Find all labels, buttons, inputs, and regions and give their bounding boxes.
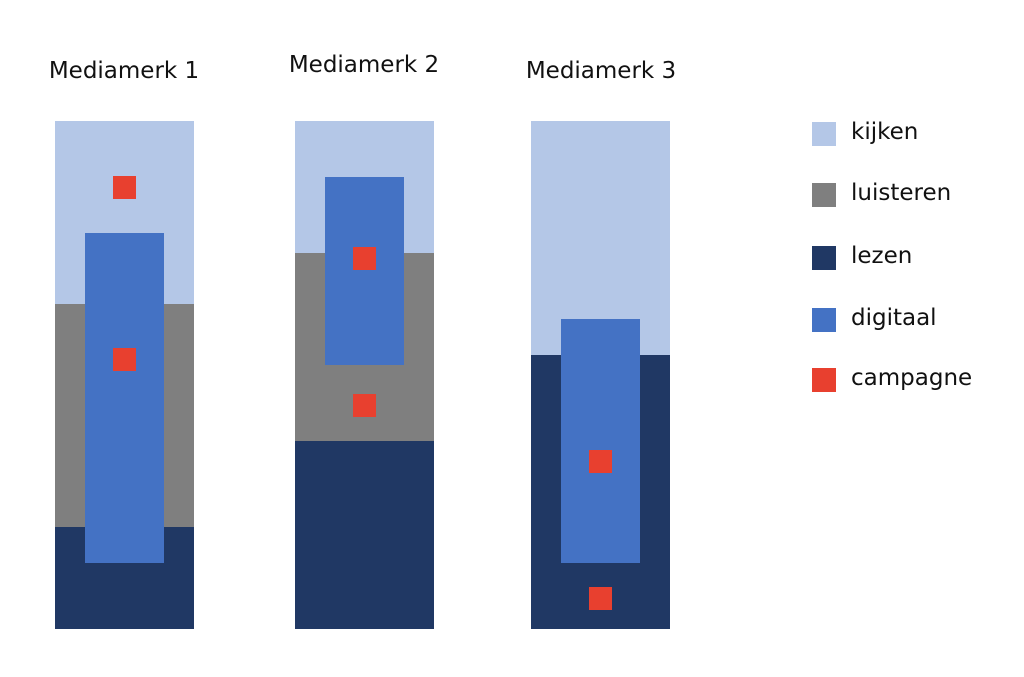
brand-title-2: Mediamerk 2 xyxy=(288,52,440,78)
legend-label-campagne: campagne xyxy=(851,365,973,391)
legend-swatch-kijken xyxy=(812,122,836,146)
segment-lezen-2 xyxy=(295,441,434,629)
brand-title-3: Mediamerk 3 xyxy=(525,58,677,84)
segment-kijken-3 xyxy=(531,121,670,355)
legend-swatch-lezen xyxy=(812,246,836,270)
campagne-marker-2-1 xyxy=(353,246,376,270)
campagne-marker-3-2 xyxy=(589,587,612,611)
digitaal-block-2 xyxy=(325,176,404,365)
campagne-marker-1-1 xyxy=(113,175,136,199)
digitaal-block-1 xyxy=(85,232,164,563)
digitaal-block-3 xyxy=(561,319,640,563)
campagne-marker-3-1 xyxy=(589,449,612,473)
legend-label-digitaal: digitaal xyxy=(851,305,937,331)
campagne-marker-2-2 xyxy=(353,393,376,417)
campagne-marker-1-2 xyxy=(113,348,136,372)
brand-title-1: Mediamerk 1 xyxy=(48,58,200,84)
legend-swatch-luisteren xyxy=(812,183,836,207)
legend-swatch-campagne xyxy=(812,368,836,392)
legend-swatch-digitaal xyxy=(812,308,836,332)
legend-label-kijken: kijken xyxy=(851,119,919,145)
legend-label-luisteren: luisteren xyxy=(851,180,952,206)
legend-label-lezen: lezen xyxy=(851,243,913,269)
